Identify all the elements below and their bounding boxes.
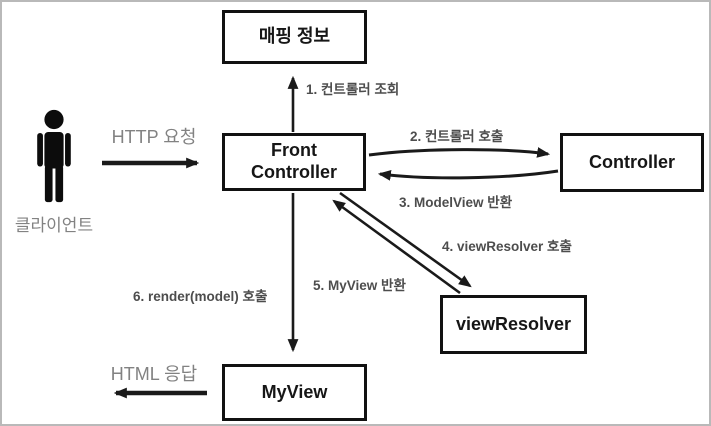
step2-arrow [368,147,551,158]
view-resolver-box: viewResolver [440,295,587,354]
front-controller-box: Front Controller [222,133,366,191]
mapping-info-label: 매핑 정보 [258,26,331,47]
my-view-label: MyView [261,381,328,402]
step5-label: 5. MyView 반환 [313,278,406,293]
step2-label: 2. 컨트롤러 호출 [410,129,504,144]
mapping-info-box: 매핑 정보 [222,10,367,64]
step4-arrow [339,191,472,288]
view-resolver-label: viewResolver [455,313,572,334]
step3-label: 3. ModelView 반환 [399,195,513,210]
controller-box: Controller [560,133,704,192]
client-actor: 클라이언트 [6,108,102,236]
step3-arrow [377,169,559,181]
step1-label: 1. 컨트롤러 조회 [306,82,400,97]
controller-label: Controller [588,151,675,172]
html-response-label: HTML 응답 [110,364,198,384]
client-label: 클라이언트 [14,216,94,235]
person-icon [37,109,71,203]
step4-label: 4. viewResolver 호출 [442,239,572,254]
step5-arrow [332,199,461,295]
front-controller-label-line1: Front [271,140,317,161]
front-controller-label-line2: Controller [250,162,337,182]
my-view-box: MyView [222,364,367,421]
step6-label: 6. render(model) 호출 [133,289,268,304]
http-request-label: HTTP 요청 [111,127,197,147]
